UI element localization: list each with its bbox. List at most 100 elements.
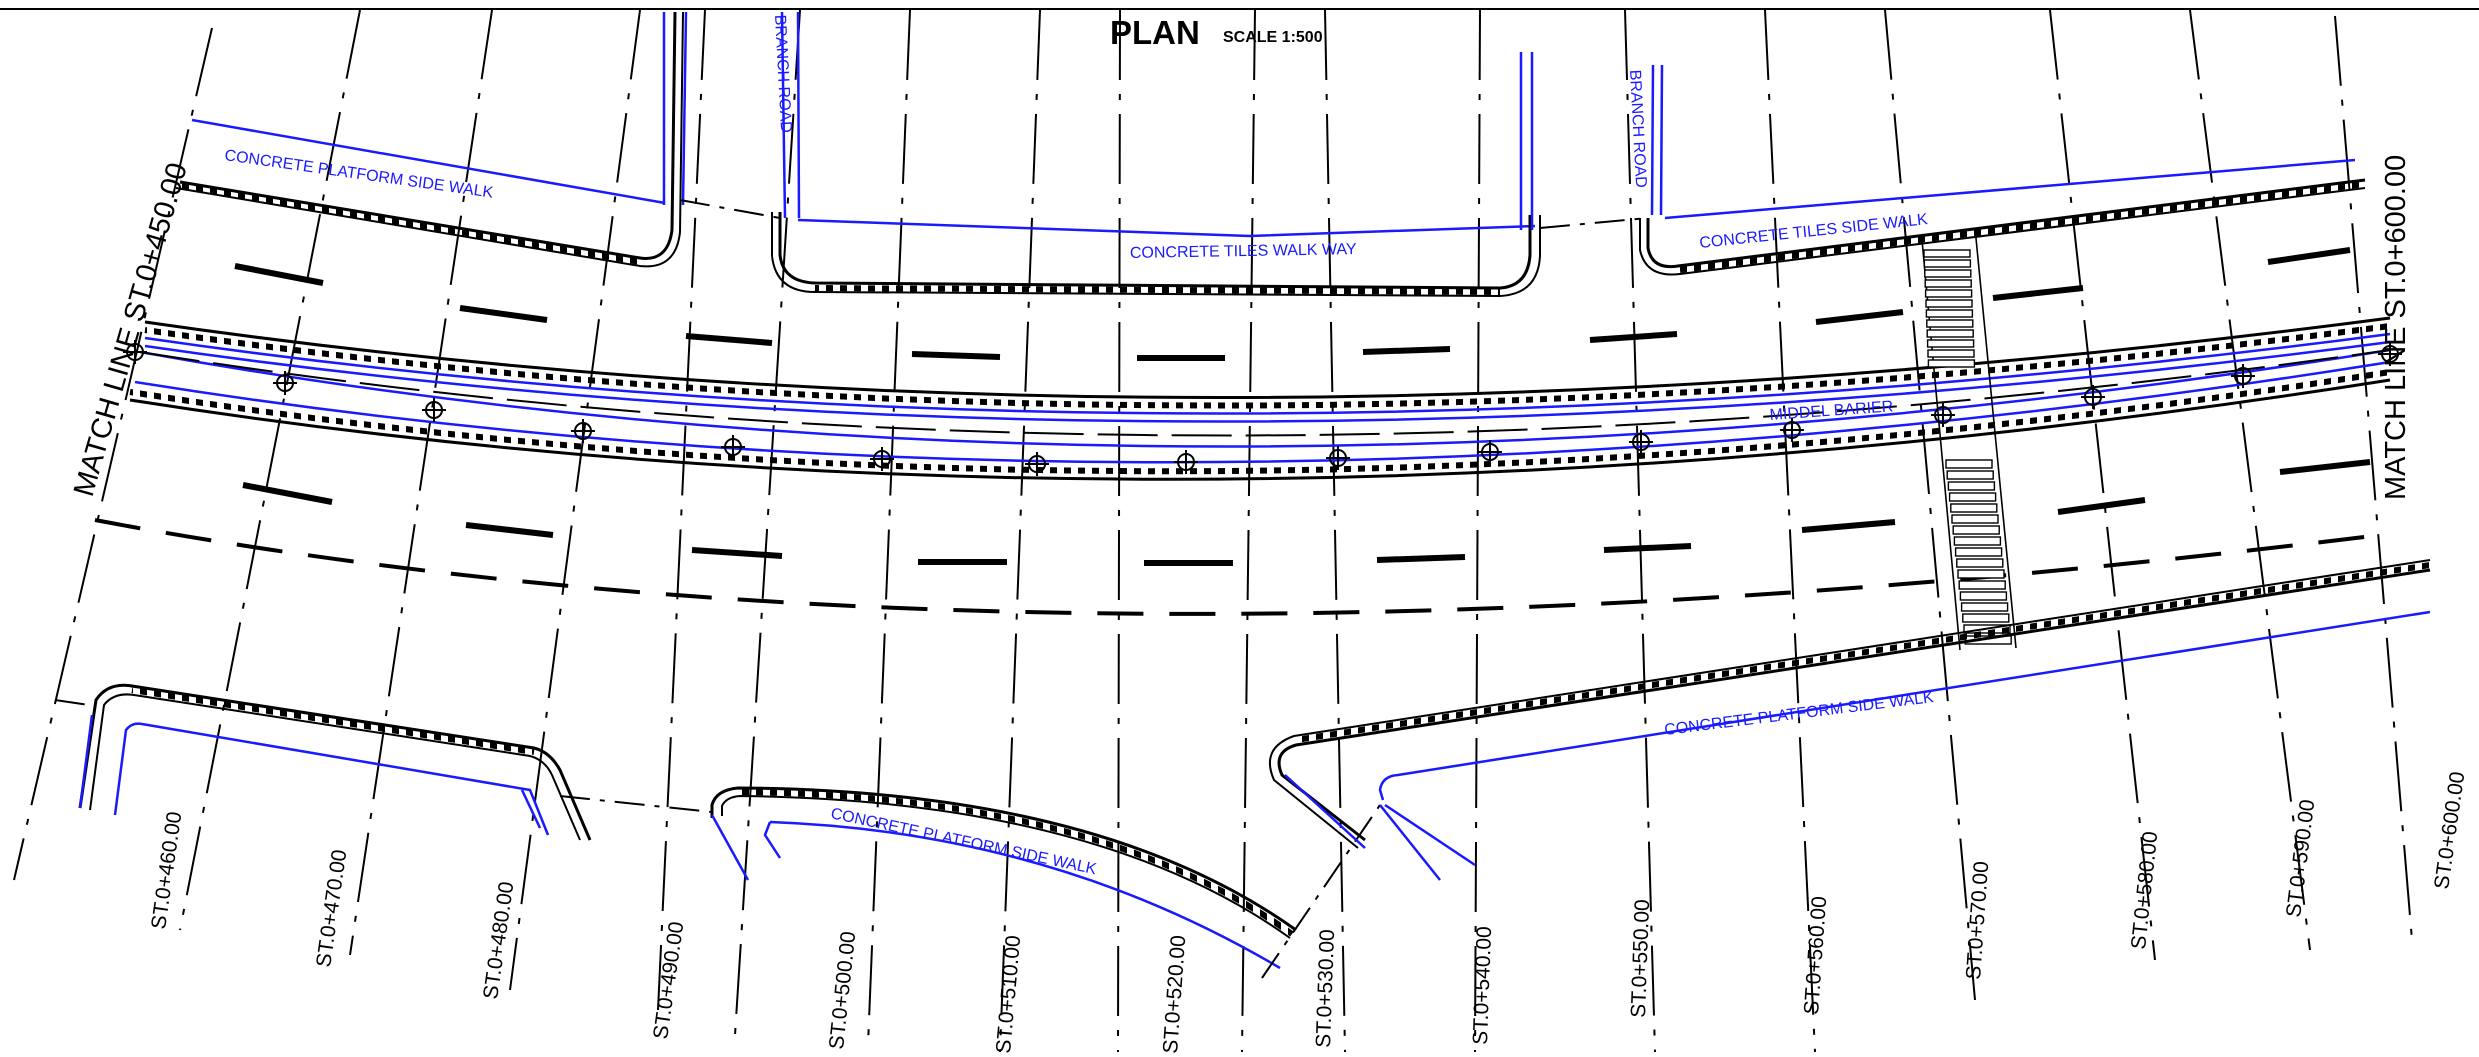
crosswalk-bar [1924, 269, 1972, 278]
match-line-left [13, 27, 213, 881]
station-label: ST.0+520.00 [1159, 935, 1190, 1055]
station-label: ST.0+480.00 [479, 880, 518, 1001]
crosswalk-bar [1947, 481, 1996, 491]
sidewalk-top-left-label: CONCRETE PLATFORM SIDE WALK [223, 147, 494, 202]
intersection-edge-lines-top [679, 199, 1649, 229]
scale-label: SCALE 1:500 [1223, 29, 1323, 46]
lane-marking [1362, 346, 1451, 355]
lane-marking [2267, 247, 2351, 265]
crosswalk-bar [1956, 558, 2004, 568]
crosswalk-bar [1925, 309, 1974, 318]
station-label: ST.0+600.00 [2430, 770, 2469, 891]
match-line-left-label: MATCH LINE ST.0+450.00 [68, 159, 194, 500]
station-line [734, 9, 801, 1036]
station-line [1324, 9, 1346, 1053]
crosswalk-bar [1923, 249, 1971, 258]
lane-marking [685, 333, 773, 346]
crosswalk-bar [1927, 349, 1975, 358]
branch-road-right-label: BRANCH ROAD [1626, 69, 1649, 188]
match-line-right [2334, 15, 2413, 941]
lane-marking [1376, 554, 1466, 563]
crosswalk-bar [1950, 503, 1998, 513]
crosswalk-bar [1952, 525, 2000, 535]
lane-markings-upper [234, 247, 2351, 361]
lane-markings-middle [242, 459, 2371, 566]
lane-marking [1992, 285, 2084, 301]
sidewalk-bottom-right-label: CONCRETE PLATFORM SIDE WALK [1663, 689, 1935, 739]
station-line [1474, 9, 1481, 1053]
lane-marking [1589, 331, 1678, 343]
crosswalk-bar [1951, 514, 1999, 524]
station-line [657, 9, 706, 1011]
station-line [2189, 9, 2311, 951]
crosswalk-bar [1923, 259, 1972, 268]
crosswalk-bar [1926, 339, 1975, 348]
lane-marking [2057, 497, 2146, 515]
station-label: ST.0+590.00 [2282, 798, 2319, 918]
crosswalk-bar [1926, 329, 1974, 338]
crosswalk-bar [1925, 299, 1973, 308]
bottom-center-sidewalk [710, 786, 1297, 970]
lane-marking [2279, 459, 2371, 475]
station-label: ST.0+580.00 [2127, 830, 2162, 950]
station-line [1764, 9, 1816, 1053]
match-line-right-label: MATCH LINE ST.0+600.00 [2380, 155, 2412, 500]
crosswalk-bar [1948, 492, 1997, 502]
station-line [1884, 9, 1976, 1001]
crosswalk-bar [1958, 580, 2006, 590]
lane-marking [911, 351, 1001, 360]
lane-marking [242, 482, 333, 505]
station-line [867, 9, 911, 1046]
crosswalk-bar [1957, 569, 2005, 579]
intersection-edge-lines-bottom [54, 699, 1381, 979]
barrier-posts [123, 340, 2402, 476]
top-right-sidewalk [1639, 158, 2366, 276]
station-label: ST.0+530.00 [1312, 929, 1339, 1048]
crosswalk-bar [1924, 279, 1972, 288]
station-line [179, 9, 361, 931]
crosswalk-bar [1960, 602, 2009, 612]
crosswalk-bar [1946, 470, 1994, 480]
station-grid [179, 9, 2311, 1053]
station-label: ST.0+540.00 [1469, 926, 1496, 1045]
crosswalk-bar [1954, 547, 2003, 557]
station-label: ST.0+510.00 [992, 934, 1025, 1054]
lane-edge-dashed [94, 518, 2381, 616]
station-line [1117, 9, 1121, 1053]
plan-title: PLAN [1110, 14, 1200, 51]
station-label: ST.0+500.00 [825, 930, 860, 1050]
lane-marking [691, 547, 783, 559]
median-barrier [129, 316, 2391, 481]
lane-marking [1815, 309, 1904, 325]
top-center-walkway [771, 11, 1664, 298]
lane-marking [465, 522, 554, 538]
crosswalk-bar [1924, 289, 1973, 298]
station-label: ST.0+560.00 [1800, 896, 1831, 1016]
lane-marking [1801, 519, 1896, 533]
bottom-right-sidewalk [1269, 559, 2431, 881]
station-line [1241, 9, 1256, 1053]
branch-road-left-label: BRANCH ROAD [771, 14, 794, 133]
crosswalk-bar [1926, 319, 1974, 328]
lane-marking [234, 263, 324, 286]
station-line [1624, 9, 1656, 1053]
station-label: ST.0+550.00 [1627, 899, 1654, 1018]
crosswalk-bar [1945, 459, 1993, 469]
crosswalk-bar [1962, 613, 2010, 623]
walkway-top-center-label: CONCRETE TILES WALK WAY [1130, 241, 1357, 262]
station-line [509, 9, 641, 991]
crosswalk-bar [1927, 359, 1976, 368]
lane-marking [1603, 543, 1692, 553]
station-label: ST.0+470.00 [312, 848, 351, 969]
station-line [2049, 9, 2156, 961]
station-label: ST.0+490.00 [649, 920, 688, 1041]
bottom-left-sidewalk [78, 683, 592, 841]
top-left-sidewalk [175, 11, 688, 268]
crosswalk-bar [1953, 536, 2002, 546]
crosswalk-bar [1959, 591, 2008, 601]
station-label: ST.0+570.00 [1962, 861, 1993, 981]
sidewalk-bottom-center-label: CONCRETE PLATFORM SIDE WALK [829, 805, 1098, 878]
station-line [999, 9, 1041, 1053]
